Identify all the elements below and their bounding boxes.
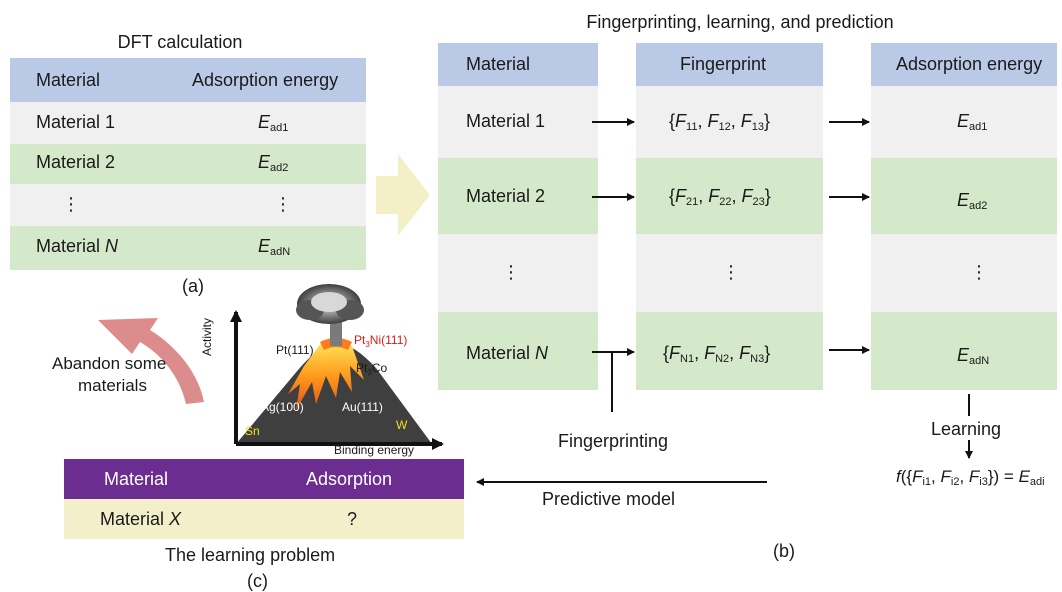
panel-a-row-4-material: Material N (36, 236, 119, 256)
smoke-cloud-core (311, 292, 347, 312)
panel-a-row-1-energy: Ead1 (258, 112, 289, 134)
panel-a-row-3-energy: ⋮ (274, 194, 292, 214)
fingerprinting-label: Fingerprinting (558, 431, 669, 451)
b-energy-row-1 (871, 86, 1057, 158)
label-w: W (396, 418, 408, 432)
panel-b-title: Fingerprinting, learning, and prediction (586, 12, 894, 32)
panel-c-caption: (c) (247, 571, 268, 591)
panel-a-header-row (10, 58, 366, 102)
panel-a-row-1 (10, 102, 366, 144)
material-to-fingerprint-arrows (592, 118, 635, 412)
label-au111: Au(111) (342, 400, 383, 414)
panel-a-header-material: Material (36, 70, 101, 90)
b-fingerprint-row-1-label: {F11, F12, F13} (669, 111, 770, 133)
b-material-row-4-label: Material N (466, 343, 549, 363)
b-energy-header (871, 43, 1057, 86)
activity-axis-label: Activity (200, 317, 214, 356)
b-energy-row-3 (871, 234, 1057, 312)
b-fingerprint-header-label: Fingerprint (680, 54, 767, 74)
b-energy-row-4-label: EadN (957, 345, 990, 367)
abandon-label-line-2: materials (78, 376, 147, 395)
label-pt111: Pt(111) (276, 343, 314, 357)
panel-a-row-2-material: Material 2 (36, 152, 116, 172)
panel-a-header-energy: Adsorption energy (192, 70, 339, 90)
b-material-row-1 (438, 86, 598, 158)
c-table-row-material: Material X (100, 509, 182, 529)
panel-a-row-2 (10, 144, 366, 184)
b-energy-row-1-label: Ead1 (957, 111, 988, 133)
b-fingerprint-row-2 (636, 158, 823, 234)
abandon-label-line-1: Abandon some (52, 354, 167, 373)
c-table-row (64, 499, 464, 539)
panel-a-row-1-material: Material 1 (36, 112, 116, 132)
fingerprint-to-energy-arrows (829, 118, 870, 354)
abandon-curved-arrow (98, 318, 204, 404)
c-table-row-value: ? (347, 509, 358, 529)
panel-a-title: DFT calculation (117, 32, 243, 52)
b-fingerprint-row-3 (636, 234, 823, 312)
b-material-row-3 (438, 234, 598, 312)
panel-a-row-3-material: ⋮ (62, 194, 80, 214)
arrow-mN-fN (592, 348, 635, 412)
big-arrow-shape (376, 154, 430, 236)
b-energy-header-label: Adsorption energy (896, 54, 1043, 74)
learning-problem-title: The learning problem (165, 545, 336, 565)
b-fingerprint-row-3-label: ⋮ (722, 262, 740, 282)
b-fingerprint-row-1 (636, 86, 823, 158)
b-material-row-1-label: Material 1 (466, 111, 546, 131)
c-table-header-adsorption: Adsorption (306, 469, 393, 489)
lava-flow (288, 342, 364, 410)
b-material-row-2-label: Material 2 (466, 186, 546, 206)
binding-energy-axis-label: Binding energy (334, 443, 415, 457)
panel-a-row-2-energy: Ead2 (258, 152, 289, 174)
c-table-header-material: Material (104, 469, 169, 489)
label-pt3ni111: Pt3Ni(111) (354, 333, 408, 349)
b-material-header (438, 43, 598, 86)
smoke-column (330, 322, 342, 346)
panel-b-caption: (b) (773, 541, 795, 561)
panel-a-caption: (a) (182, 276, 204, 296)
b-material-header-label: Material (466, 54, 531, 74)
b-material-row-3-label: ⋮ (502, 262, 520, 282)
b-energy-row-2-label: Ead2 (957, 190, 988, 212)
c-table-header (64, 459, 464, 499)
b-fingerprint-row-4 (636, 312, 823, 390)
panel-a-row-4-energy: EadN (258, 236, 291, 258)
b-energy-row-2 (871, 158, 1057, 234)
b-material-row-4 (438, 312, 598, 390)
predictive-model-label: Predictive model (542, 489, 676, 509)
panel-a-row-3 (10, 184, 366, 226)
b-energy-row-3-label: ⋮ (970, 262, 988, 282)
label-sn: Sn (245, 424, 260, 438)
learning-equation: f({Fi1, Fi2, Fi3}) = Eadi (896, 467, 1045, 488)
b-energy-row-4 (871, 312, 1057, 390)
b-material-row-2 (438, 158, 598, 234)
volcano-body (236, 343, 432, 444)
label-pt3co: Pt3Co (356, 361, 388, 377)
panel-a-table: Material Adsorption energy Material 1 Ea… (10, 58, 366, 270)
b-fingerprint-row-4-label: {FN1, FN2, FN3} (663, 343, 771, 365)
b-fingerprint-row-2-label: {F21, F22, F23} (669, 186, 771, 208)
learning-label: Learning (931, 419, 1002, 439)
panel-a-row-4 (10, 226, 366, 270)
label-ag100: Ag(100) (261, 400, 304, 414)
b-fingerprint-header (636, 43, 823, 86)
